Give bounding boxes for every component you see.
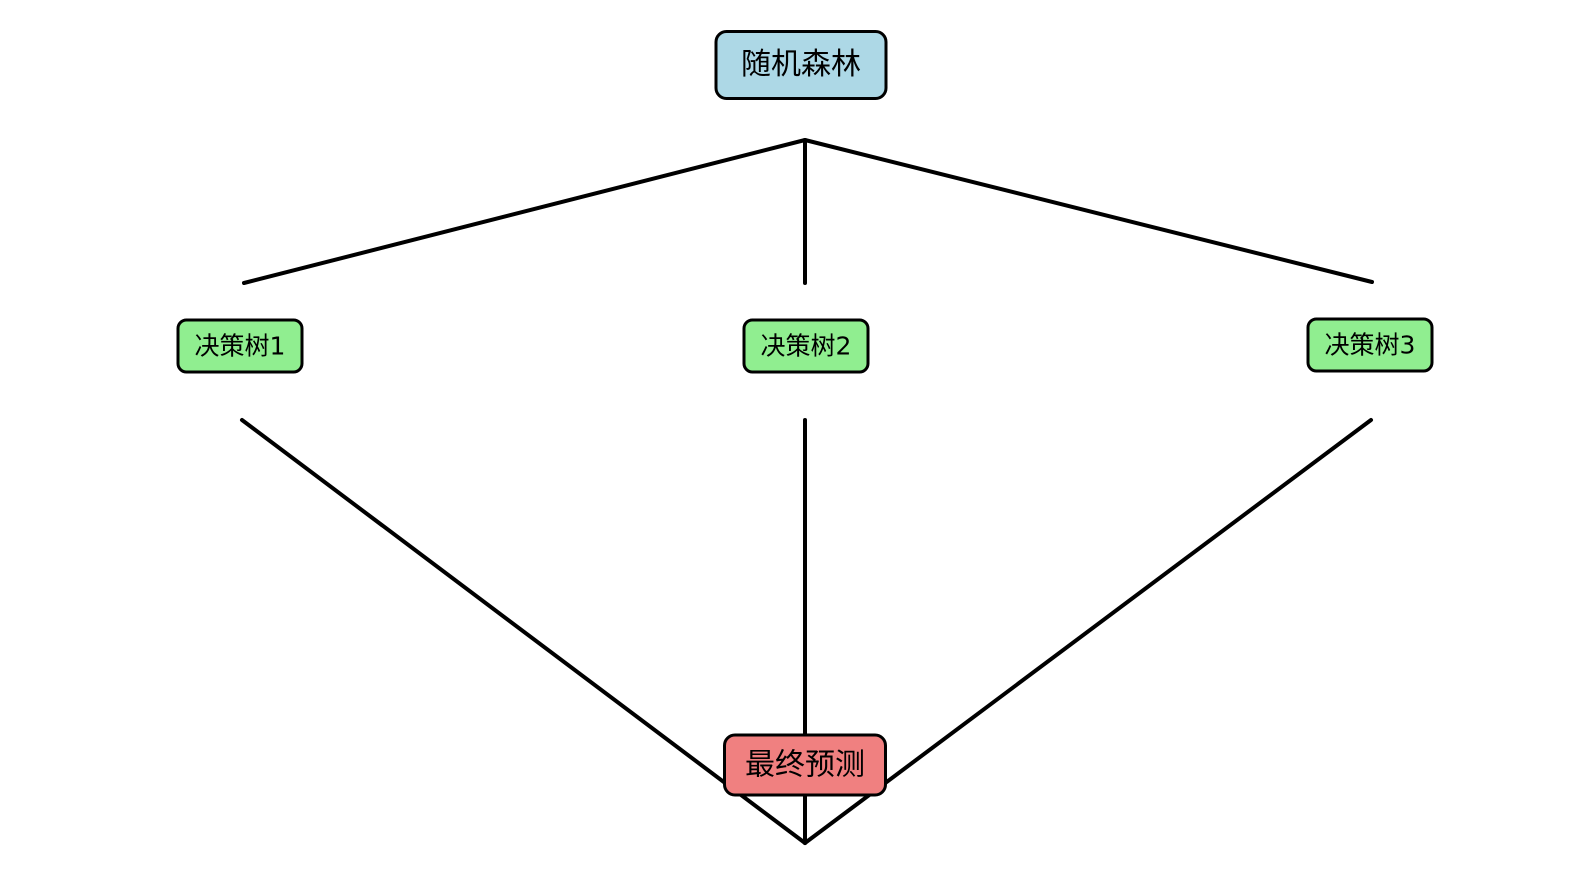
edge-tree1-final [240, 418, 807, 845]
node-final-prediction-label: 最终预测 [745, 747, 865, 782]
node-decision-tree-2: 决策树2 [742, 318, 870, 374]
node-decision-tree-3-label: 决策树3 [1324, 330, 1416, 360]
node-decision-tree-1-label: 决策树1 [194, 331, 286, 361]
node-random-forest: 随机森林 [714, 30, 888, 100]
node-random-forest-label: 随机森林 [741, 47, 861, 82]
node-decision-tree-3: 决策树3 [1306, 317, 1434, 373]
node-decision-tree-2-label: 决策树2 [760, 331, 852, 361]
node-final-prediction: 最终预测 [723, 733, 887, 797]
edge-tree3-final [803, 418, 1373, 845]
node-decision-tree-1: 决策树1 [176, 318, 304, 374]
edge-root-tree1 [242, 138, 807, 285]
edge-root-tree3 [803, 138, 1374, 284]
